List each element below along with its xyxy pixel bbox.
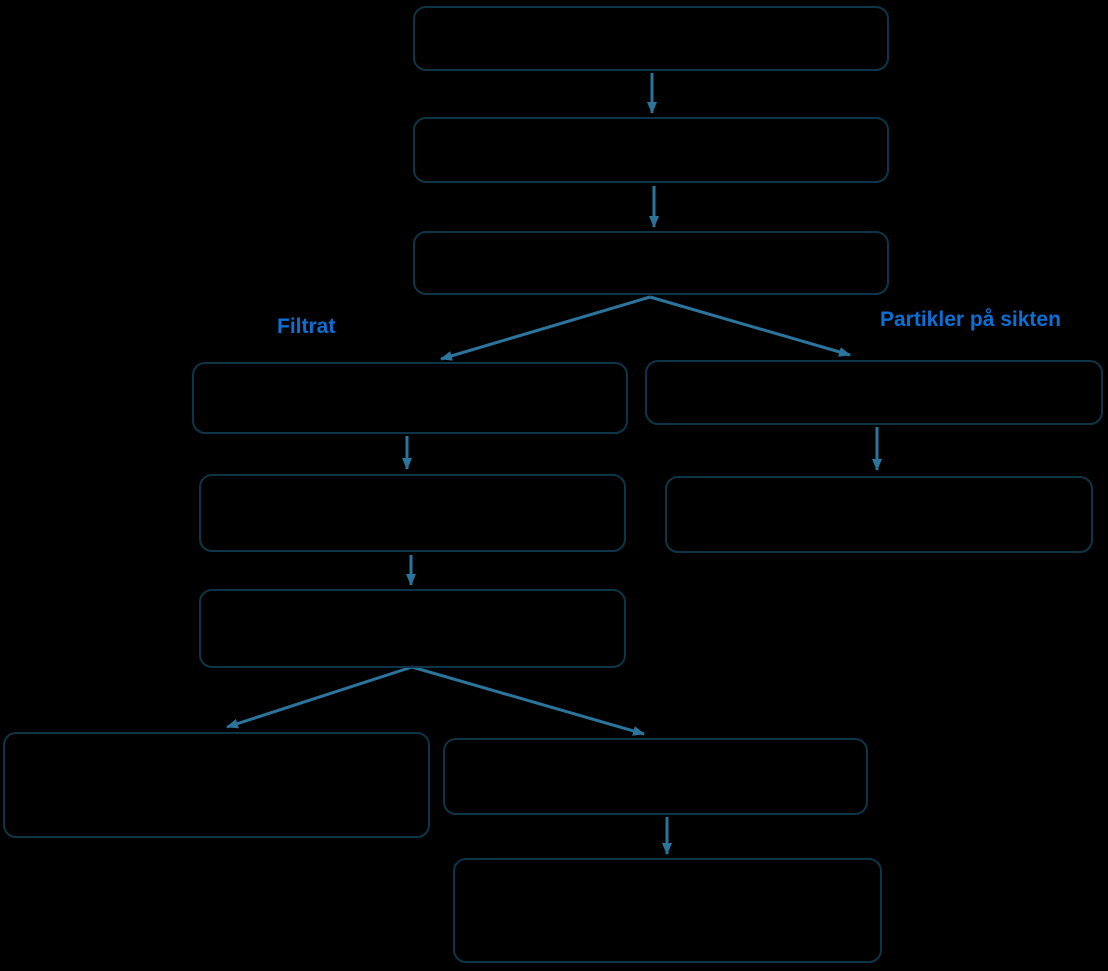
flow-node-step-5-filtrat xyxy=(199,474,626,552)
filtrat-branch-label: Filtrat xyxy=(277,315,336,338)
flow-node-step-7-left xyxy=(3,732,430,838)
arrow-step6-right-branch xyxy=(411,665,645,736)
flow-node-step-6-filtrat xyxy=(199,589,626,668)
arrow-step3-filtrat-branch xyxy=(440,295,651,361)
flow-node-step-4-filtrat xyxy=(192,362,628,434)
flow-node-step-7-right xyxy=(443,738,868,815)
arrow-step3-partikler-branch xyxy=(649,295,851,357)
flow-node-step-1 xyxy=(413,6,889,71)
arrow-step6-left-branch xyxy=(226,665,413,729)
flow-node-step-8 xyxy=(453,858,882,963)
flow-node-step-5-partikler xyxy=(665,476,1093,553)
flow-node-step-4-partikler xyxy=(645,360,1103,425)
flow-node-step-2 xyxy=(413,117,889,183)
flow-node-step-3 xyxy=(413,231,889,295)
partikler-pa-sikten-branch-label: Partikler på sikten xyxy=(880,308,1061,331)
